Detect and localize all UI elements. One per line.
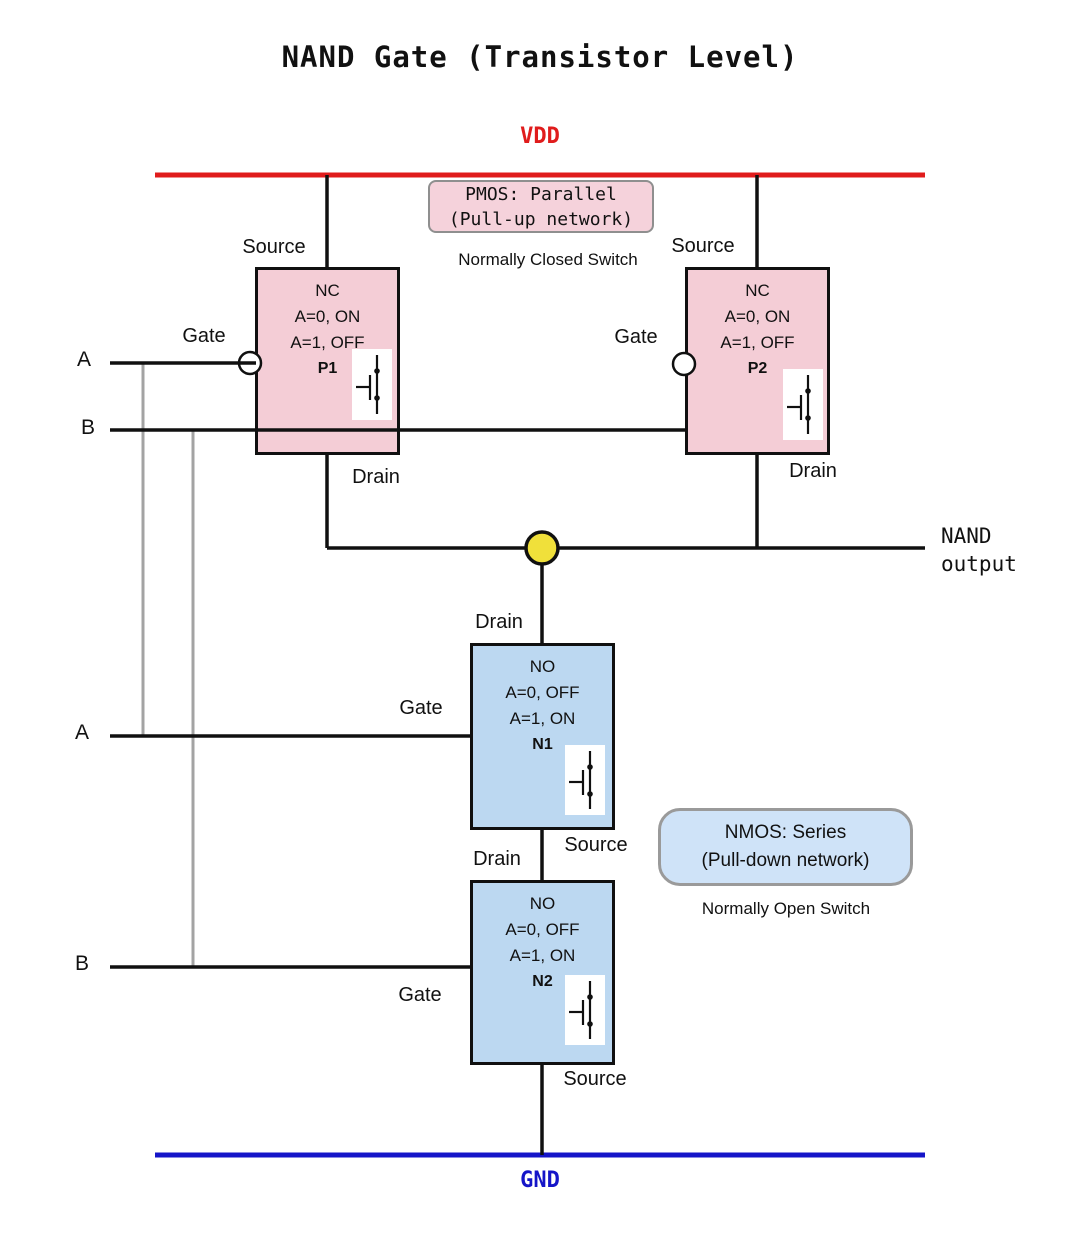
transistor-box-n2: NO A=0, OFF A=1, ON N2 bbox=[470, 880, 615, 1065]
n2-state-label: NO bbox=[529, 894, 556, 913]
transistor-box-n1: NO A=0, OFF A=1, ON N1 bbox=[470, 643, 615, 830]
n1-condition-1: A=0, OFF bbox=[505, 683, 580, 702]
n2-condition-1: A=0, OFF bbox=[505, 920, 580, 939]
n1-name: N1 bbox=[532, 736, 553, 753]
p2-state-label: NC bbox=[745, 281, 770, 300]
p1-state-label: NC bbox=[315, 281, 340, 300]
transistor-box-p2: NC A=0, ON A=1, OFF P2 bbox=[685, 267, 830, 455]
p1-condition-1: A=0, ON bbox=[294, 307, 361, 326]
p2-condition-1: A=0, ON bbox=[724, 307, 791, 326]
n2-name: N2 bbox=[532, 973, 553, 990]
transistor-box-p1: NC A=0, ON A=1, OFF P1 bbox=[255, 267, 400, 455]
p1-name: P1 bbox=[317, 360, 338, 377]
n1-condition-2: A=1, ON bbox=[509, 709, 576, 728]
p2-condition-2: A=1, OFF bbox=[720, 333, 795, 352]
p2-name: P2 bbox=[747, 360, 768, 377]
p1-condition-2: A=1, OFF bbox=[290, 333, 365, 352]
n2-condition-2: A=1, ON bbox=[509, 946, 576, 965]
n1-state-label: NO bbox=[529, 657, 556, 676]
